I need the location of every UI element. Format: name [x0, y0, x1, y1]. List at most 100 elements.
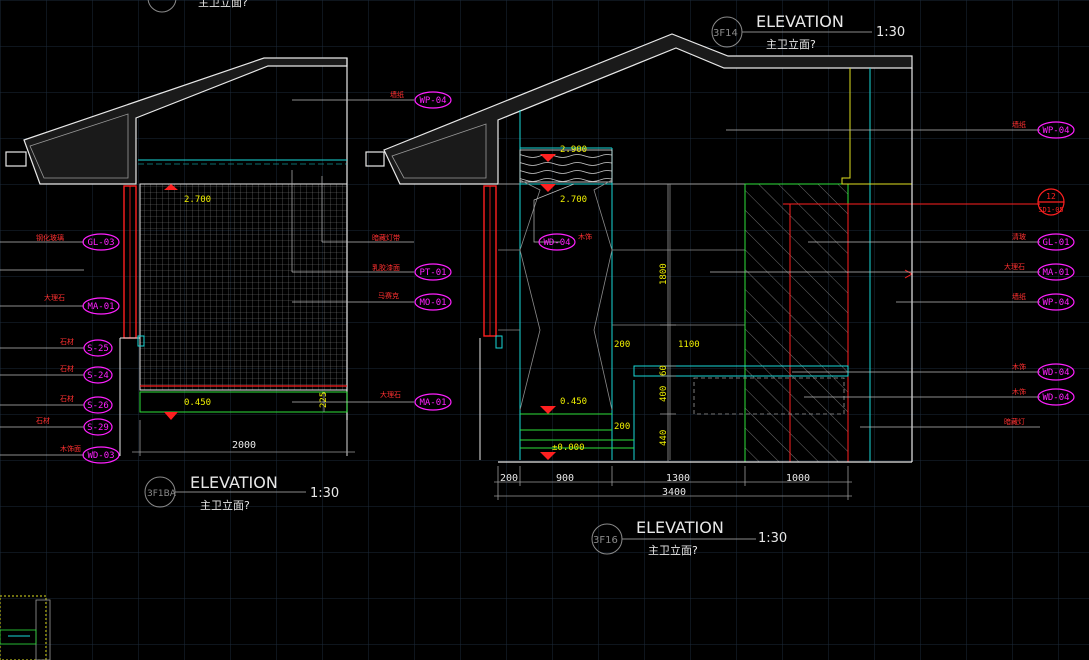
- bdim-1000: 1000: [786, 473, 810, 484]
- tag-pt01[interactable]: PT-01: [419, 268, 446, 278]
- tag-s26[interactable]: S-26: [87, 401, 109, 411]
- left-material-notes: 墙纸 钢化玻璃 暗藏灯带 乳胶漆面 大理石 马赛克 石材 石材 石材 石材 木饰…: [36, 90, 404, 453]
- elev-marker-0000: [540, 452, 556, 460]
- left-elevation-view[interactable]: [0, 57, 414, 456]
- note-hidden-light-right: 暗藏灯: [1004, 417, 1025, 426]
- section-marker-top: 12: [1046, 192, 1056, 201]
- left-dimension-text: 2.700 0.450 2000 225: [184, 195, 329, 451]
- tag-mo01[interactable]: MO-01: [419, 298, 446, 308]
- tag-wp04-top[interactable]: WP-04: [1042, 126, 1069, 136]
- elev-marker-2900: [540, 154, 556, 162]
- tag-s25[interactable]: S-25: [87, 344, 109, 354]
- note-marble-right: 大理石: [1004, 262, 1025, 271]
- yellow-trim: [841, 68, 912, 185]
- note-stone-3: 石材: [60, 394, 74, 403]
- title-subtitle-top: 主卫立面?: [766, 37, 816, 51]
- title-text-layer: ELEVATION 1:30 主卫立面? 3F1BA ELEVATION 1:3…: [147, 0, 905, 557]
- dim-225: 225: [319, 392, 329, 408]
- tag-wd03[interactable]: WD-03: [87, 451, 114, 461]
- bdim-1300: 1300: [666, 473, 690, 484]
- note-latex-paint: 乳胶漆面: [372, 263, 400, 272]
- note-stone-1: 石材: [60, 337, 74, 346]
- right-leaders: [533, 129, 1040, 428]
- note-marble-floor: 大理石: [380, 390, 401, 399]
- bdim-200: 200: [500, 473, 518, 484]
- elev-0450-right: 0.450: [560, 397, 587, 407]
- title-scale-top: 1:30: [876, 25, 905, 40]
- dim-2000: 2000: [232, 440, 256, 451]
- tag-wd04-top[interactable]: WD-04: [1042, 368, 1069, 378]
- note-wood-top: 木饰: [1012, 362, 1026, 371]
- section-marker[interactable]: [1037, 188, 1065, 216]
- mosaic-wall: [139, 183, 348, 391]
- roof-cavity-right: [391, 123, 487, 179]
- title-tag-left: 3F1BA: [147, 489, 177, 499]
- title-tag-top: 3F14: [713, 28, 738, 39]
- note-wood-veneer: 木饰面: [60, 444, 81, 453]
- elev-2900: 2.900: [560, 145, 587, 155]
- left-leaders: [0, 99, 414, 456]
- note-wood-panel: 木饰: [578, 232, 592, 241]
- idim-200-a: 200: [614, 340, 630, 350]
- note-wallpaper-mid: 墙纸: [1012, 292, 1026, 301]
- tag-gl03[interactable]: GL-03: [87, 238, 114, 248]
- tag-wp04-left[interactable]: WP-04: [419, 96, 446, 106]
- vanity-cabinet: [693, 377, 845, 415]
- roof-slab: [23, 57, 348, 185]
- note-tempered-glass: 钢化玻璃: [36, 233, 64, 242]
- title-blocks: [144, 0, 872, 555]
- note-wallpaper-left: 墙纸: [390, 90, 404, 99]
- tag-wp04-mid[interactable]: WP-04: [1042, 298, 1069, 308]
- title-subtitle-partial: 主卫立面?: [198, 0, 248, 9]
- elev-marker-0450: [164, 412, 178, 420]
- vdim-60: 60: [659, 365, 669, 376]
- section-marker-bottom: SD1-05: [1038, 206, 1063, 214]
- bdim-3400: 3400: [662, 487, 686, 498]
- right-elevation-view[interactable]: [365, 33, 1040, 500]
- note-mosaic: 马赛克: [378, 291, 399, 300]
- bdim-900: 900: [556, 473, 574, 484]
- title-scale-left: 1:30: [310, 486, 339, 501]
- note-stone-4: 石材: [36, 416, 50, 425]
- vdim-1800: 1800: [659, 263, 669, 285]
- tag-wd04-panel[interactable]: WD-04: [543, 238, 570, 248]
- title-subtitle-left: 主卫立面?: [200, 498, 250, 512]
- elev-0000: ±0.000: [552, 443, 585, 453]
- vanity-top: [633, 365, 849, 377]
- title-heading-top: ELEVATION: [756, 12, 844, 31]
- wood-panel-band: [519, 149, 613, 183]
- section-marker-text: 12 SD1-05: [1038, 192, 1063, 214]
- title-subtitle-bottom: 主卫立面?: [648, 543, 698, 557]
- tag-ma01-right[interactable]: MA-01: [1042, 268, 1069, 278]
- tag-wd04-bottom[interactable]: WD-04: [1042, 393, 1069, 403]
- mirror-panel: [744, 183, 849, 463]
- vdim-440: 440: [659, 430, 669, 446]
- title-tag-bottom: 3F16: [593, 535, 618, 546]
- note-hidden-light: 暗藏灯带: [372, 233, 400, 242]
- note-clear-glass: 清玻: [1012, 232, 1026, 241]
- vdim-400: 400: [659, 386, 669, 402]
- right-tag-labels: WP-04 GL-01 MA-01 WP-04 WD-04 WD-04 WD-0…: [543, 126, 1069, 403]
- tag-ellipses: [82, 91, 1075, 464]
- fixture-mark: [137, 335, 145, 347]
- right-dimension-text: 2.900 2.700 0.450 ±0.000 1800 60 400 440…: [552, 145, 700, 453]
- elev-marker-0450-right: [540, 406, 556, 414]
- fixture-mark-right: [495, 335, 503, 349]
- tag-gl01[interactable]: GL-01: [1042, 238, 1069, 248]
- note-wood-bottom: 木饰: [1012, 387, 1026, 396]
- gutter: [5, 151, 27, 167]
- tag-ma01-floor[interactable]: MA-01: [419, 398, 446, 408]
- elev-0450-left: 0.450: [184, 398, 211, 408]
- bottom-dim-text: 200 900 1300 1000 3400: [500, 473, 810, 498]
- note-marble-left: 大理石: [44, 293, 65, 302]
- note-stone-2: 石材: [60, 364, 74, 373]
- tag-s29[interactable]: S-29: [87, 423, 109, 433]
- title-heading-bottom: ELEVATION: [636, 518, 724, 537]
- elev-2700-right: 2.700: [560, 195, 587, 205]
- tag-ma01-left[interactable]: MA-01: [87, 302, 114, 312]
- left-tag-labels: WP-04 GL-03 PT-01 MA-01 MO-01 S-25 S-24 …: [87, 96, 446, 461]
- elev-marker-2700-right: [540, 184, 556, 192]
- tag-s24[interactable]: S-24: [87, 371, 109, 381]
